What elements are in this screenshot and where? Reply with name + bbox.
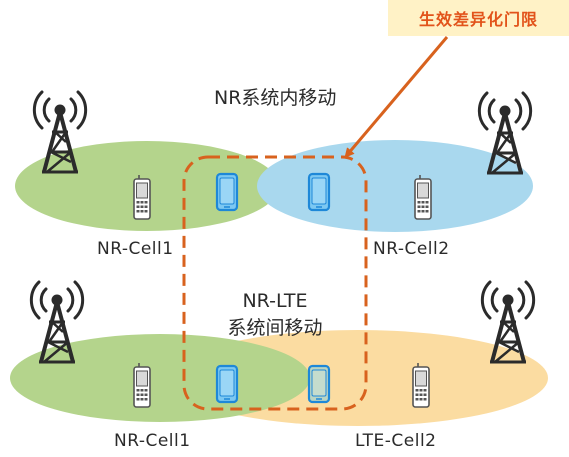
top-left-cell-label: NR-Cell1 xyxy=(97,239,174,259)
mobile-phone-icon xyxy=(412,362,430,408)
mobile-phone-icon xyxy=(133,174,151,220)
bottom-left-cell-label: NR-Cell1 xyxy=(114,431,191,451)
mobile-phone-icon xyxy=(307,364,331,404)
inter-rat-title-line2: 系统间移动 xyxy=(227,317,323,339)
intra-nr-title: NR系统内移动 xyxy=(214,87,337,109)
mobile-phone-icon xyxy=(414,174,432,220)
mobile-phone-icon xyxy=(215,172,239,212)
nr-cell1-bottom-coverage xyxy=(10,334,310,422)
top-right-cell-label: NR-Cell2 xyxy=(373,239,450,259)
nr-cell2-top-coverage xyxy=(257,140,533,232)
mobile-phone-icon xyxy=(133,362,151,408)
mobile-phone-icon xyxy=(307,172,331,212)
threshold-callout: 生效差异化门限 xyxy=(388,0,569,36)
callout-arrow xyxy=(344,36,449,159)
bottom-right-cell-label: LTE-Cell2 xyxy=(355,431,437,451)
inter-rat-title-line1: NR-LTE xyxy=(242,290,308,312)
mobile-phone-icon xyxy=(215,364,239,404)
differentiated-threshold-region xyxy=(182,155,368,411)
